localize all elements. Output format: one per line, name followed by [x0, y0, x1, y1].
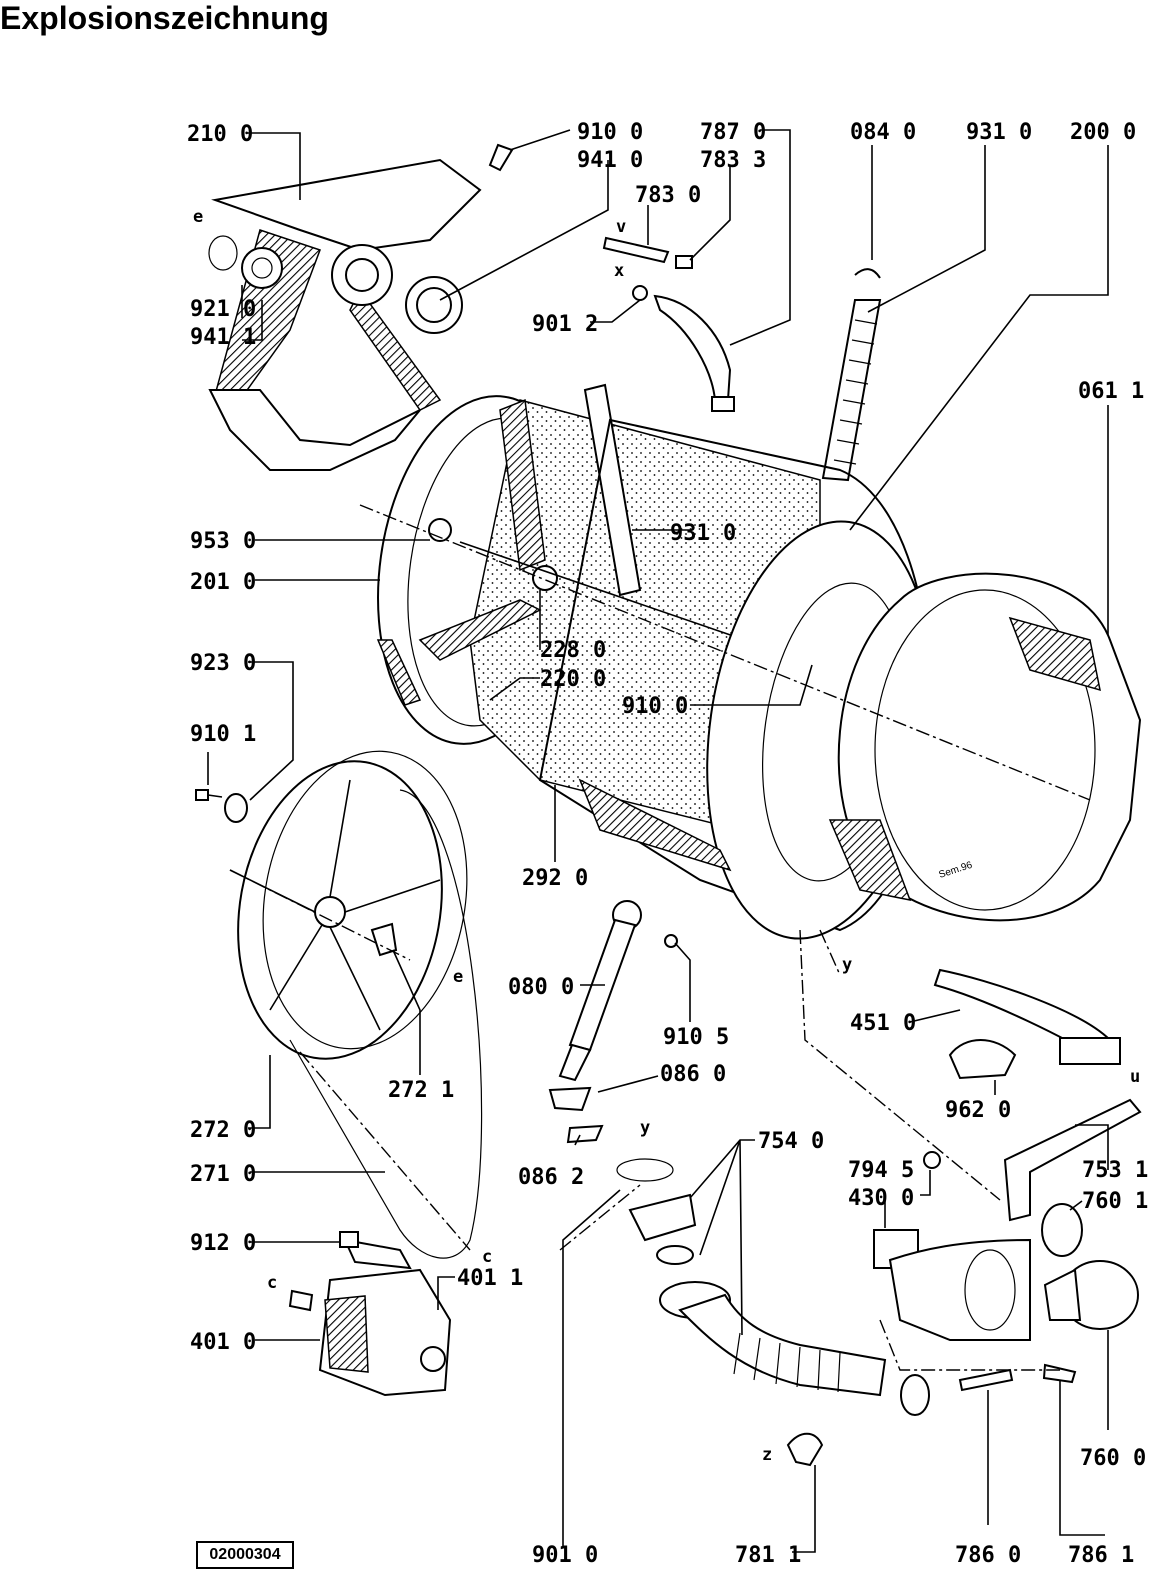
label-753-1: 753 1 — [1082, 1158, 1148, 1183]
label-921-0: 921 0 — [190, 297, 256, 322]
label-901-0: 901 0 — [532, 1543, 598, 1568]
label-923-0: 923 0 — [190, 651, 256, 676]
callout-x: x — [614, 261, 624, 281]
label-953-0: 953 0 — [190, 529, 256, 554]
shock-absorber-part — [548, 900, 678, 1144]
label-931-0-mid: 931 0 — [670, 521, 736, 546]
label-941-0: 941 0 — [577, 148, 643, 173]
label-220-0: 220 0 — [540, 667, 606, 692]
spring-part — [821, 268, 882, 482]
label-912-0: 912 0 — [190, 1231, 256, 1256]
label-931-0-top: 931 0 — [966, 120, 1032, 145]
label-080-0: 080 0 — [508, 975, 574, 1000]
callout-c-motor: c — [267, 1273, 277, 1293]
heater-bracket-part — [923, 1098, 1142, 1222]
label-061-1: 061 1 — [1078, 379, 1144, 404]
label-210-0: 210 0 — [187, 122, 253, 147]
callout-c-belt: c — [482, 1247, 492, 1267]
drain-pump-part — [873, 1203, 1139, 1416]
heater-part — [933, 968, 1121, 1080]
callout-y-low: y — [640, 1118, 650, 1138]
assembly-axis-lines — [229, 504, 1091, 1371]
label-794-5: 794 5 — [848, 1158, 914, 1183]
drain-hose-part — [616, 1158, 887, 1467]
label-401-0: 401 0 — [190, 1330, 256, 1355]
label-271-0: 271 0 — [190, 1162, 256, 1187]
label-760-1: 760 1 — [1082, 1189, 1148, 1214]
callout-z: z — [762, 1445, 772, 1465]
motor-part — [288, 1231, 452, 1397]
counterweight-ring-part — [828, 572, 1142, 922]
label-910-5: 910 5 — [663, 1025, 729, 1050]
label-451-0: 451 0 — [850, 1011, 916, 1036]
leader-lines — [207, 129, 1109, 1553]
label-787-0: 787 0 — [700, 120, 766, 145]
callout-u: u — [1130, 1067, 1140, 1087]
label-760-0: 760 0 — [1080, 1446, 1146, 1471]
document-number-box: 02000304 — [196, 1541, 294, 1569]
label-272-1: 272 1 — [388, 1078, 454, 1103]
label-910-1: 910 1 — [190, 722, 256, 747]
label-292-0: 292 0 — [522, 866, 588, 891]
label-786-0: 786 0 — [955, 1543, 1021, 1568]
label-901-2: 901 2 — [532, 312, 598, 337]
belt-part — [289, 789, 483, 1259]
label-781-1: 781 1 — [735, 1543, 801, 1568]
label-228-0: 228 0 — [540, 638, 606, 663]
label-910-0-mid: 910 0 — [622, 694, 688, 719]
callout-v: v — [616, 217, 626, 237]
part-number-labels: 210 0 910 0 941 0 787 0 783 3 783 0 084 … — [187, 120, 1148, 1568]
label-401-1: 401 1 — [457, 1266, 523, 1291]
screw-washer-part — [195, 789, 248, 823]
label-783-0: 783 0 — [635, 183, 701, 208]
label-200-0: 200 0 — [1070, 120, 1136, 145]
callout-letters: v x e y e y c c u z — [193, 207, 1140, 1465]
label-201-0: 201 0 — [190, 570, 256, 595]
label-754-0: 754 0 — [758, 1129, 824, 1154]
label-272-0: 272 0 — [190, 1118, 256, 1143]
pulley-part — [229, 750, 468, 1060]
page-title: Explosionszeichnung — [0, 0, 329, 36]
label-086-0: 086 0 — [660, 1062, 726, 1087]
label-783-3: 783 3 — [700, 148, 766, 173]
label-430-0: 430 0 — [848, 1186, 914, 1211]
label-941-1: 941 1 — [190, 325, 256, 350]
label-962-0: 962 0 — [945, 1098, 1011, 1123]
callout-y-mid: y — [842, 955, 852, 975]
label-084-0: 084 0 — [850, 120, 916, 145]
bearing-bracket-part — [208, 143, 514, 471]
label-910-0-top: 910 0 — [577, 120, 643, 145]
label-786-1: 786 1 — [1068, 1543, 1134, 1568]
callout-e-top: e — [193, 207, 203, 227]
callout-e-pulley: e — [453, 967, 463, 987]
label-086-2: 086 2 — [518, 1165, 584, 1190]
